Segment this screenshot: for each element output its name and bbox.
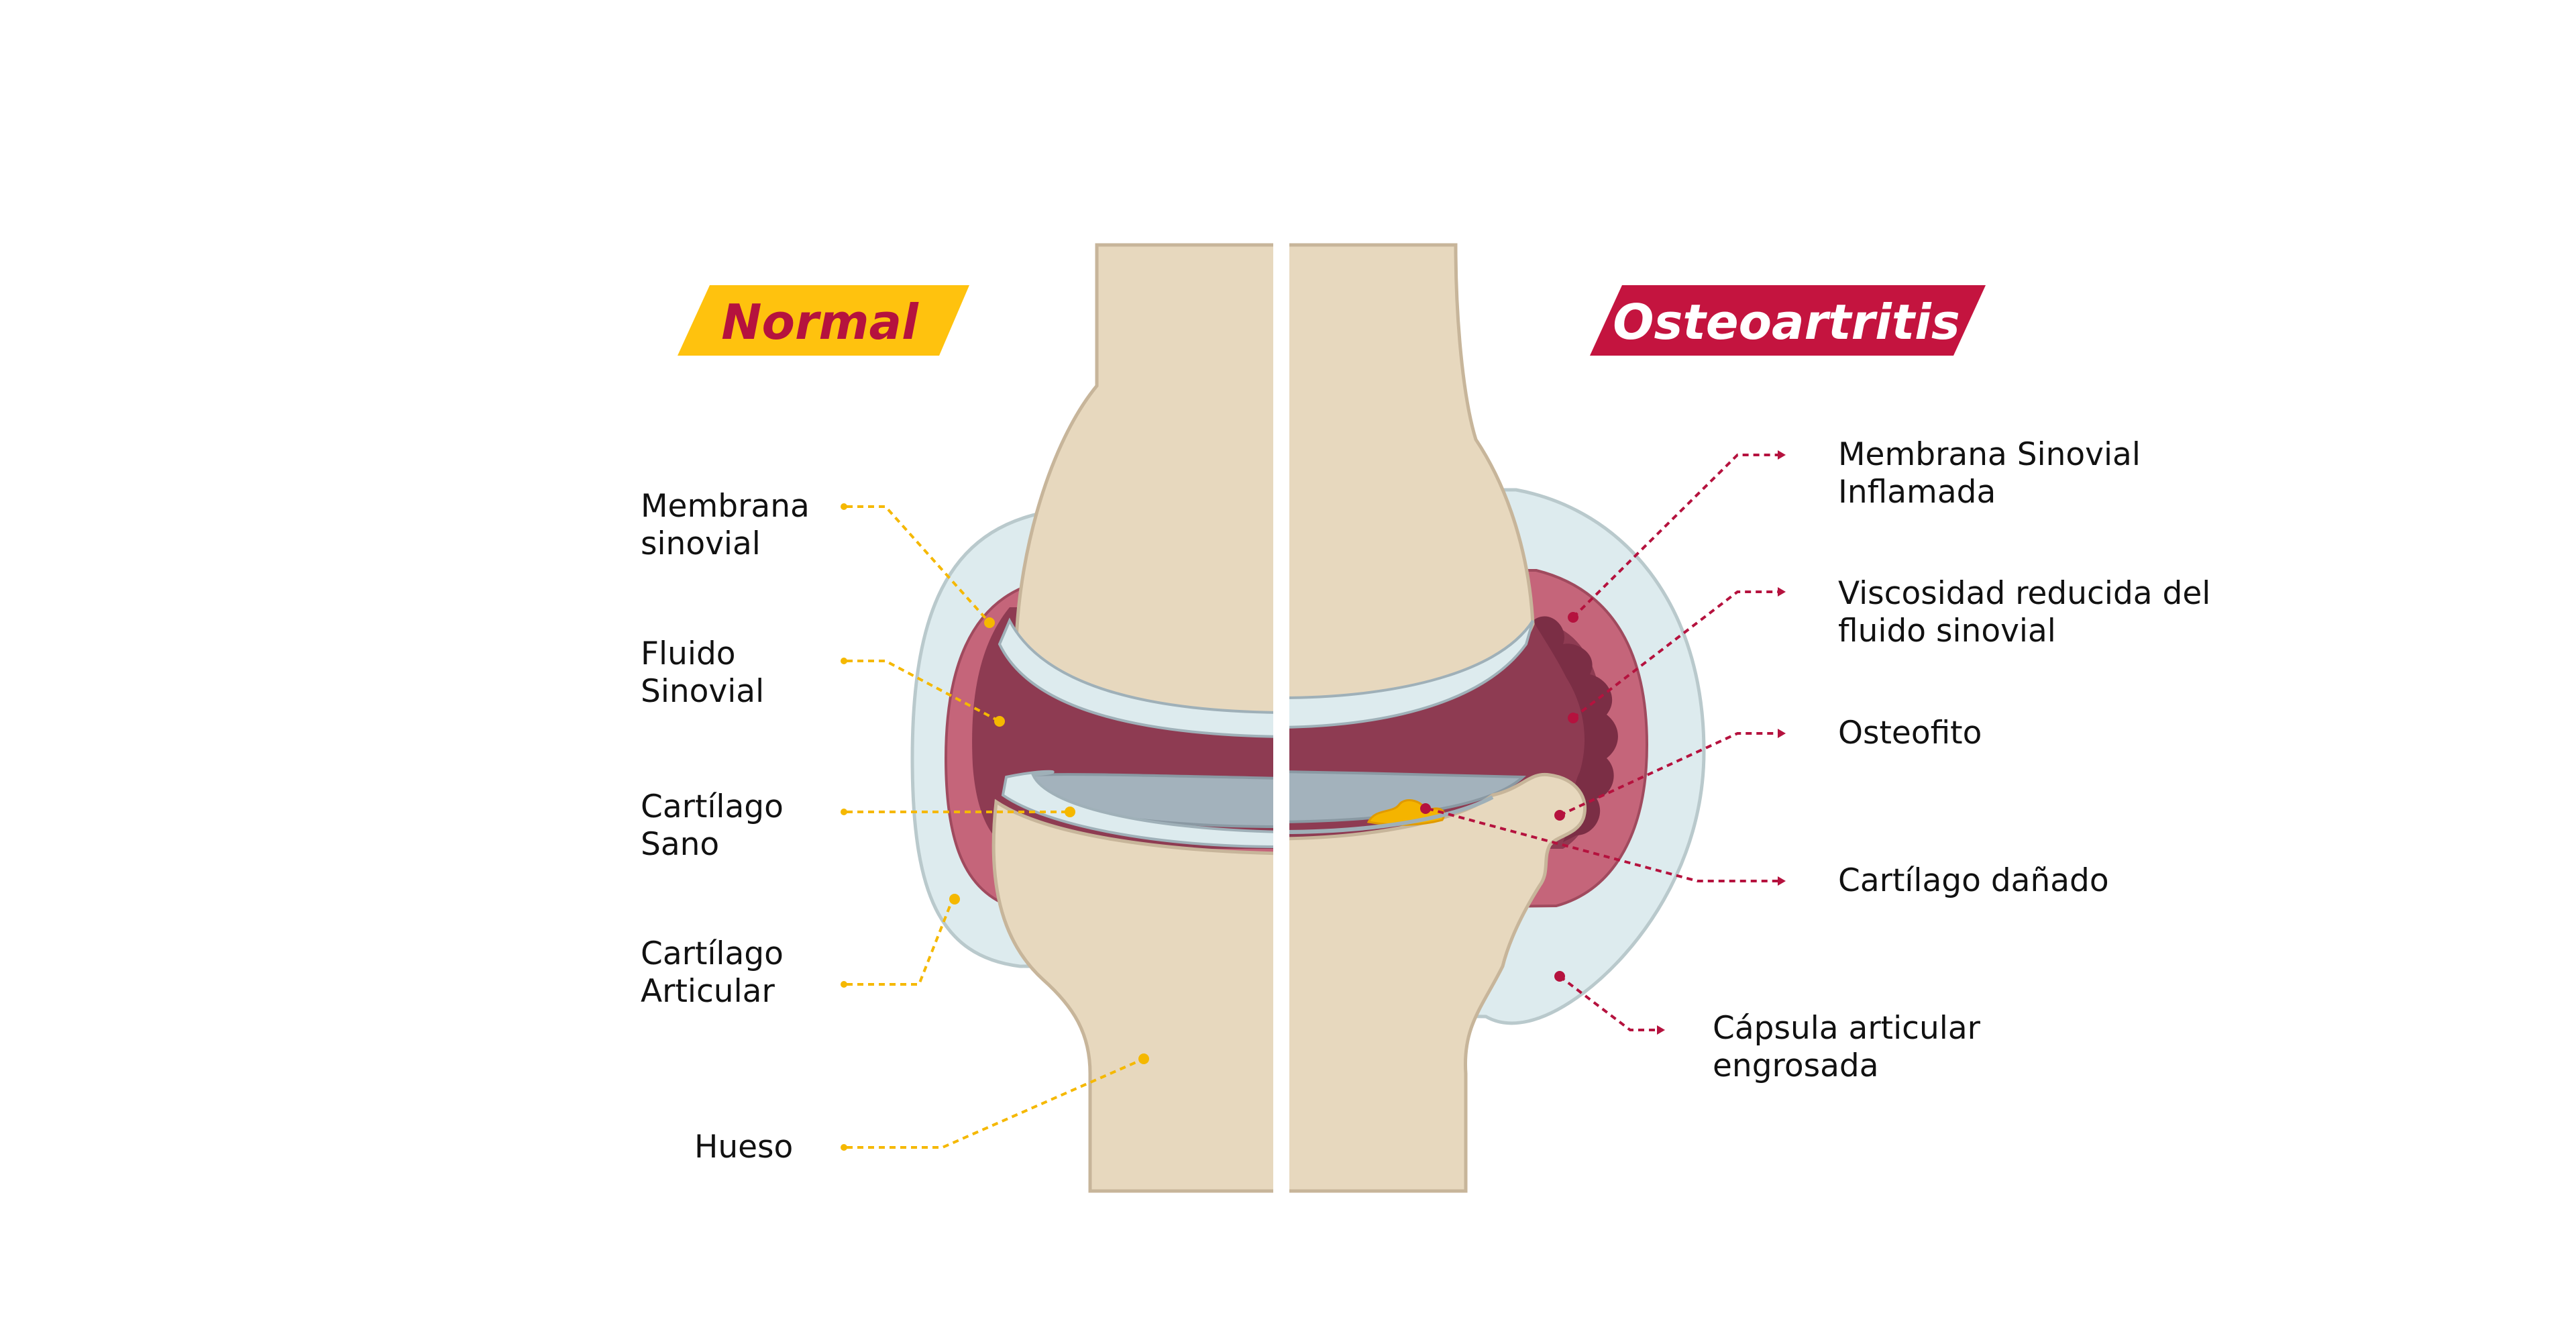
normal-tag-bg	[678, 285, 969, 356]
normal-lower-bone	[991, 798, 1281, 1193]
oa-tag-bg	[1590, 285, 1986, 356]
leader-membrana-sinovial	[847, 505, 991, 624]
oa-joint	[1281, 243, 1706, 1193]
label-membrana-sinovial: Membrana sinovial	[641, 488, 820, 562]
label-cartilago-articular: Cartílago Articular	[641, 935, 794, 1010]
normal-tag: Normal	[678, 285, 969, 356]
label-cartilago-sano: Cartílago Sano	[641, 788, 794, 863]
oa-leader-lines	[1427, 454, 1778, 1031]
leader-cartilago-articular	[847, 898, 954, 986]
normal-leader-lines	[847, 505, 1144, 1149]
leader-capsula	[1558, 975, 1657, 1031]
normal-title: Normal	[721, 294, 919, 350]
label-hueso: Hueso	[694, 1129, 793, 1166]
osteoarthritis-tag: Osteoartritis	[1590, 285, 1986, 356]
normal-leader-dots	[841, 503, 1149, 1151]
center-divider	[1273, 242, 1289, 1194]
label-capsula-engrosada: Cápsula articular engrosada	[1713, 1010, 1990, 1084]
oa-upper-cartilage	[1281, 619, 1534, 729]
leader-viscosidad	[1572, 590, 1778, 719]
label-fluido-sinovial: Fluido Sinovial	[641, 635, 764, 710]
leader-membrana-inflamada	[1572, 454, 1778, 619]
oa-osteophyte-edge	[1533, 616, 1618, 842]
normal-joint	[910, 243, 1281, 1193]
normal-lower-cartilage	[1001, 770, 1281, 849]
label-osteofito: Osteofito	[1838, 715, 1982, 752]
oa-lower-cartilage-line	[1281, 795, 1494, 834]
oa-leader-dots	[1420, 450, 1786, 1035]
leader-cartilago-danado	[1427, 807, 1778, 882]
label-membrana-sinovial-inflamada: Membrana Sinovial Inflamada	[1838, 436, 2151, 511]
normal-upper-bone	[1014, 243, 1281, 737]
label-viscosidad-reducida: Viscosidad reducida del fluido sinovial	[1838, 575, 2220, 650]
leader-osteofito	[1559, 732, 1778, 817]
osteoarthritis-title: Osteoartritis	[1613, 294, 1960, 350]
leader-fluido-sinovial	[847, 660, 1000, 723]
label-cartilago-danado: Cartílago dañado	[1838, 862, 2109, 899]
